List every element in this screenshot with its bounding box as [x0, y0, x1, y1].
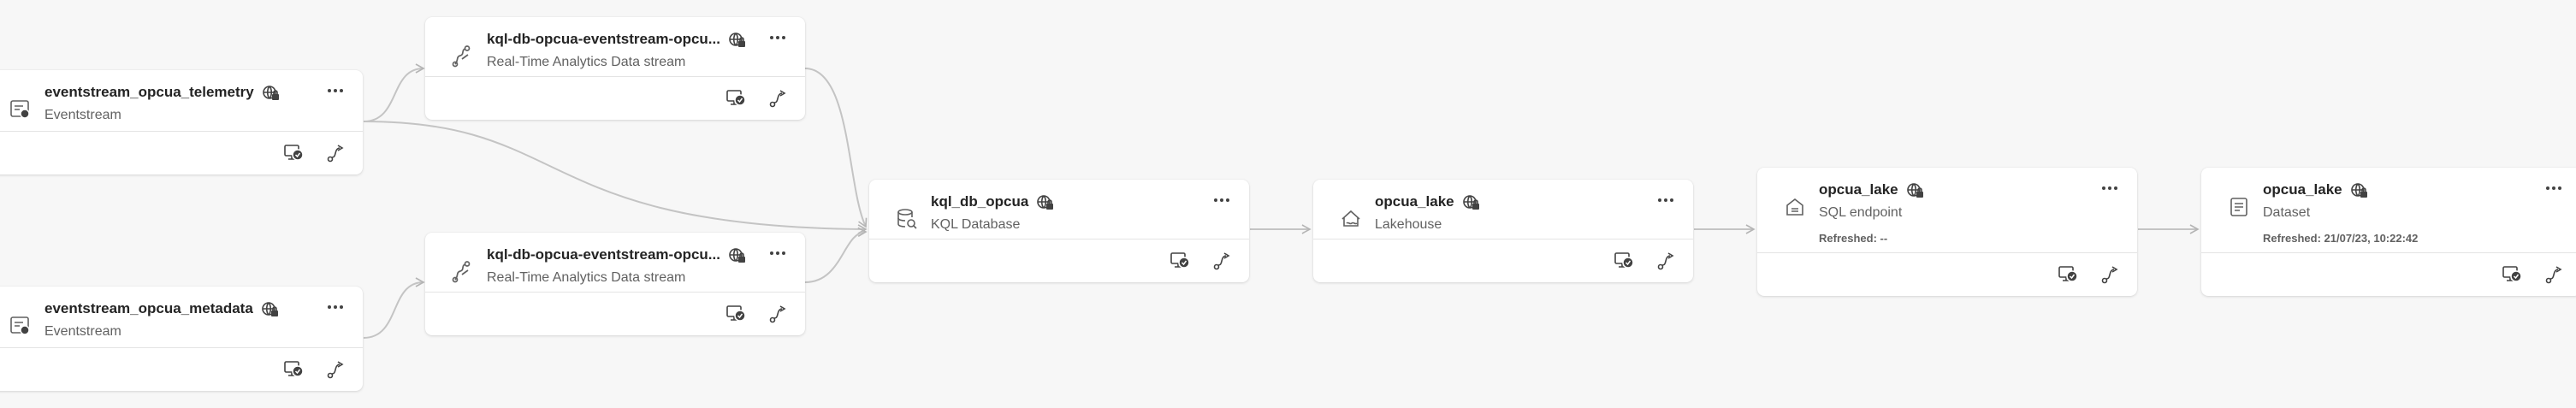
node-subtitle: Dataset — [2263, 205, 2311, 220]
more-options-icon[interactable] — [766, 243, 790, 263]
more-options-icon[interactable] — [1210, 190, 1234, 210]
more-options-icon[interactable] — [2098, 178, 2122, 198]
lock-icon — [2349, 180, 2370, 200]
node-title[interactable]: eventstream_opcua_metadata — [44, 300, 253, 316]
node-title[interactable]: eventstream_opcua_telemetry — [44, 84, 254, 100]
show-lineage-icon[interactable] — [1655, 251, 1678, 271]
show-lineage-icon[interactable] — [325, 143, 347, 163]
lock-icon — [1461, 192, 1482, 212]
eventstream-icon — [9, 98, 33, 121]
node-title[interactable]: opcua_lake — [1375, 193, 1454, 210]
impact-analysis-icon[interactable] — [282, 143, 305, 163]
node-subtitle: Real-Time Analytics Data stream — [487, 55, 686, 69]
edge-stream2-to-kqldb — [804, 227, 868, 283]
impact-analysis-icon[interactable] — [2057, 264, 2079, 285]
node-eventstream-2[interactable]: eventstream_opcua_metadata Eventstream — [0, 287, 363, 391]
edge-telemetry-to-stream1 — [363, 63, 425, 122]
dataset-icon — [2227, 195, 2251, 219]
show-lineage-icon[interactable] — [2543, 264, 2566, 285]
show-lineage-icon[interactable] — [1211, 251, 1234, 271]
more-options-icon[interactable] — [323, 80, 347, 101]
node-eventstream-1[interactable]: eventstream_opcua_telemetry Eventstream — [0, 70, 363, 174]
node-subtitle: Eventstream — [44, 324, 121, 339]
lakehouse-icon — [1339, 207, 1363, 231]
impact-analysis-icon[interactable] — [1169, 251, 1191, 271]
node-subtitle: KQL Database — [931, 217, 1021, 232]
edge-telemetry-to-kqldb — [363, 121, 868, 234]
lock-icon — [727, 29, 748, 50]
impact-analysis-icon[interactable] — [282, 359, 305, 380]
node-title[interactable]: kql_db_opcua — [931, 193, 1029, 210]
sql-endpoint-icon — [1783, 195, 1807, 219]
node-title[interactable]: kql-db-opcua-eventstream-opcu... — [487, 31, 720, 47]
eventstream-icon — [9, 314, 33, 338]
show-lineage-icon[interactable] — [2099, 264, 2122, 285]
node-subtitle: Lakehouse — [1375, 217, 1442, 232]
lock-icon — [1905, 180, 1926, 200]
node-title[interactable]: opcua_lake — [1819, 181, 1898, 198]
node-subtitle: Real-Time Analytics Data stream — [487, 270, 686, 285]
show-lineage-icon[interactable] — [325, 359, 347, 380]
node-lakehouse-6[interactable]: opcua_lake Lakehouse — [1313, 180, 1693, 282]
more-options-icon[interactable] — [323, 297, 347, 317]
lock-icon — [261, 82, 281, 103]
node-refreshed: Refreshed: 21/07/23, 10:22:42 — [2263, 232, 2419, 245]
show-lineage-icon[interactable] — [767, 88, 790, 109]
node-title[interactable]: kql-db-opcua-eventstream-opcu... — [487, 246, 720, 263]
node-sql-endpoint-7[interactable]: opcua_lake SQL endpoint Refreshed: -- — [1757, 168, 2137, 296]
node-subtitle: Eventstream — [44, 108, 121, 122]
kql-database-icon — [895, 207, 919, 231]
impact-analysis-icon[interactable] — [725, 304, 747, 324]
node-title[interactable]: opcua_lake — [2263, 181, 2342, 198]
lock-icon — [727, 245, 748, 265]
impact-analysis-icon[interactable] — [1613, 251, 1635, 271]
more-options-icon[interactable] — [766, 27, 790, 48]
data-stream-icon — [451, 44, 475, 68]
node-subtitle: SQL endpoint — [1819, 205, 1903, 220]
more-options-icon[interactable] — [1654, 190, 1678, 210]
show-lineage-icon[interactable] — [767, 304, 790, 324]
impact-analysis-icon[interactable] — [2501, 264, 2523, 285]
data-stream-icon — [451, 260, 475, 284]
node-refreshed: Refreshed: -- — [1819, 232, 1888, 245]
lock-icon — [260, 299, 281, 319]
node-real-time-analytics-data-stream-3[interactable]: kql-db-opcua-eventstream-opcu... Real-Ti… — [425, 17, 805, 120]
node-dataset-8[interactable]: opcua_lake Dataset Refreshed: 21/07/23, … — [2201, 168, 2576, 296]
more-options-icon[interactable] — [2542, 178, 2566, 198]
node-kql-database-5[interactable]: kql_db_opcua KQL Database — [869, 180, 1249, 282]
node-real-time-analytics-data-stream-4[interactable]: kql-db-opcua-eventstream-opcu... Real-Ti… — [425, 233, 805, 335]
impact-analysis-icon[interactable] — [725, 88, 747, 109]
edge-metadata-to-stream2 — [363, 277, 425, 339]
edge-stream1-to-kqldb — [804, 68, 868, 228]
lock-icon — [1035, 192, 1056, 212]
